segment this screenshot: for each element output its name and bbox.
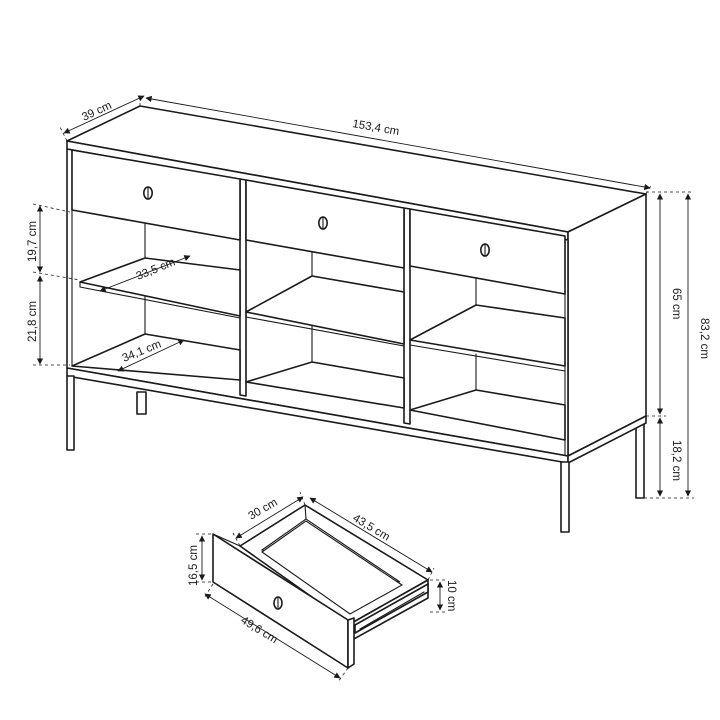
drawer-inner-height-label: 10 cm (445, 580, 457, 611)
total-height-label: 83,2 cm (698, 318, 710, 359)
drawer-depth-label: 30 cm (247, 497, 280, 523)
right-side-panel (567, 193, 647, 457)
sideboard (66, 105, 647, 533)
depth-label: 39 cm (80, 100, 113, 124)
front-legs (66, 375, 570, 533)
drawer-front-height-label: 19,7 cm (27, 221, 39, 262)
body-height-label: 65 cm (670, 288, 682, 319)
shelf-gap-label: 21,8 cm (27, 301, 39, 342)
drawer-detail (212, 504, 429, 669)
drawer-height-label: 16,5 cm (188, 545, 200, 586)
width-label: 153,4 cm (351, 118, 400, 138)
leg-height-label: 18,2 cm (670, 440, 682, 481)
